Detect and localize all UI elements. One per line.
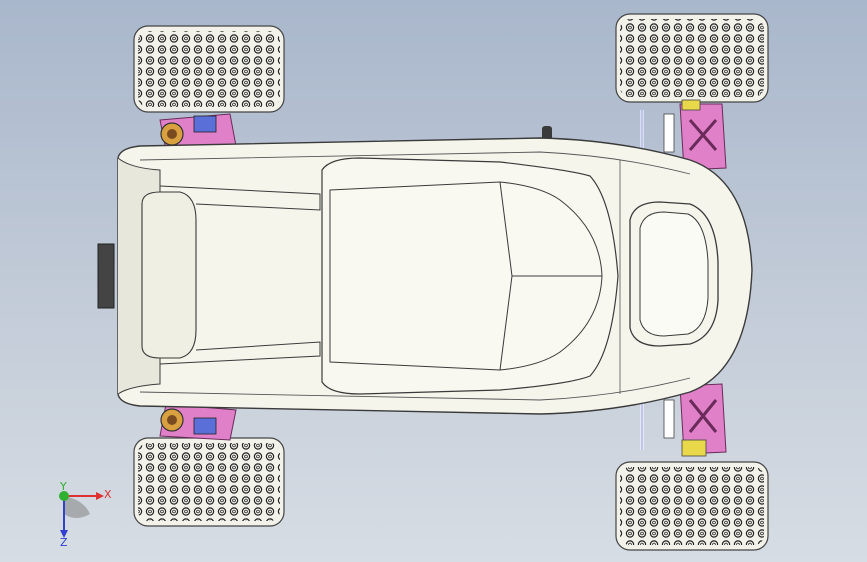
y-axis-marker	[59, 491, 69, 501]
coordinate-triad: X Y Z	[59, 480, 112, 549]
front-hood-recess	[141, 185, 321, 365]
cab-canopy	[321, 157, 619, 395]
rear-right-suspension[interactable]	[640, 383, 727, 457]
rear-left-tire[interactable]	[615, 13, 769, 103]
x-axis-label: X	[104, 488, 112, 501]
front-bumper[interactable]	[97, 243, 115, 309]
y-axis-label: Y	[59, 480, 67, 493]
z-axis-label: Z	[60, 536, 68, 549]
front-right-tire[interactable]	[133, 437, 285, 527]
front-left-tire[interactable]	[133, 25, 285, 113]
front-right-suspension[interactable]	[159, 403, 237, 441]
rear-right-tire[interactable]	[615, 461, 769, 551]
rear-vent	[629, 201, 719, 347]
